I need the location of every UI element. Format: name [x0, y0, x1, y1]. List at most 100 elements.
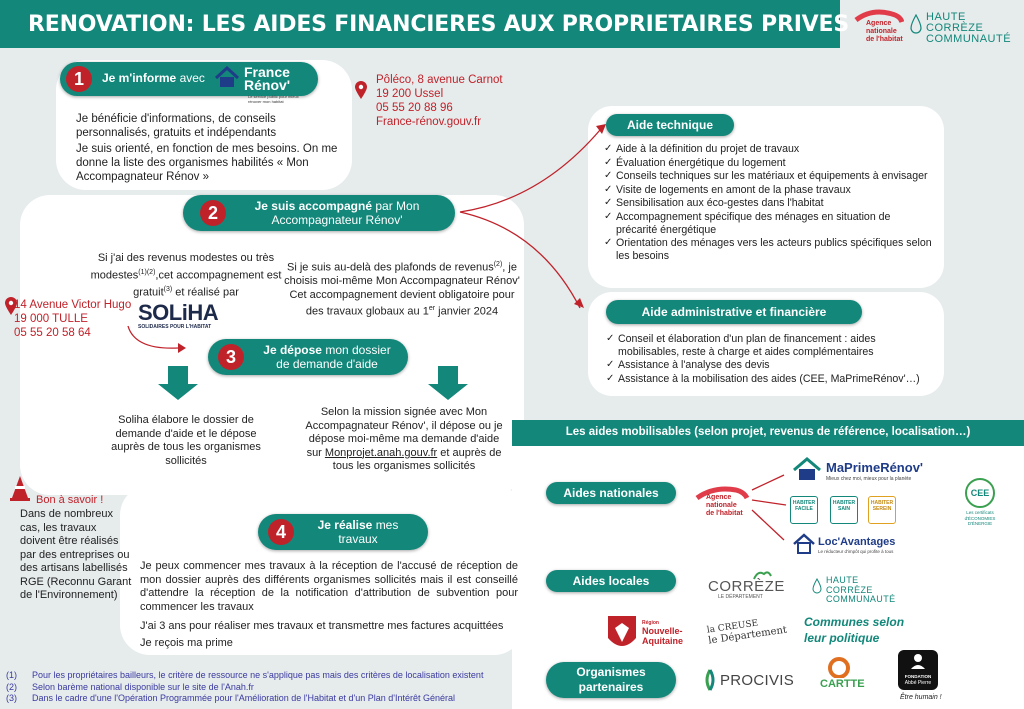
step3-label: Je dépose mon dossier de demande d'aide — [252, 343, 402, 371]
aide-technique-item-7: Orientation des ménages vers les acteurs… — [604, 237, 934, 262]
tulle-address-line2: 19 000 TULLE — [14, 313, 88, 325]
step2-pill — [183, 195, 455, 231]
step3-right-text: Selon la mission signée avec Mon Accompa… — [304, 406, 504, 474]
hcc-aides-line3: COMMUNAUTÉ — [826, 594, 896, 604]
ussel-address: Pôléco, 8 avenue Carnot 19 200 Ussel 05 … — [376, 73, 503, 129]
aide-technique-item-1: Aide à la définition du projet de travau… — [604, 143, 934, 156]
habiter-sain-logo: HABITER SAIN — [830, 496, 858, 524]
step3-label-rest: mon dossier — [325, 343, 391, 357]
aide-technique-list: Aide à la définition du projet de travau… — [604, 143, 934, 263]
footnote-3-text: Dans le cadre d'une l'Opération Programm… — [32, 693, 456, 703]
footnote-2-num: (2) — [6, 681, 17, 692]
superscript-er: er — [428, 305, 436, 313]
step1-text2: Je suis orienté, en fonction de mes beso… — [76, 143, 338, 183]
step2-right-text-b: , je choisis moi-même Mon Accompagnateur… — [284, 261, 520, 288]
person-icon — [911, 654, 925, 669]
footnote-2: (2) Selon barème national disponible sur … — [6, 682, 516, 694]
footnote-2-text: Selon barème national disponible sur le … — [32, 681, 254, 692]
step3-label-bold: Je dépose — [263, 343, 322, 357]
nouvelle-aquitaine-line3: Aquitaine — [642, 636, 684, 646]
aides-banner-text: Les aides mobilisables (selon projet, re… — [565, 426, 971, 438]
step2-label-rest: par Mon — [375, 199, 420, 213]
locavantages-tagline: Le réducteur d'impôt qui profite à tous — [818, 549, 894, 554]
step1-label-rest: avec — [179, 71, 205, 85]
fondation-tagline: Être humain ! — [900, 694, 942, 701]
step4-label-bold: Je réalise — [317, 518, 373, 532]
step1-label: Je m'informe avec — [102, 71, 205, 85]
aides-banner — [512, 420, 1024, 446]
hcc-aides-line2: CORRÈZE — [826, 584, 873, 595]
correze-tagline: LE DÉPARTEMENT — [718, 594, 763, 600]
step4-label-line2: travaux — [338, 532, 378, 546]
anah-aides-line3: de l'habitat — [706, 510, 743, 517]
house-icon-maprimerenov — [793, 457, 821, 480]
step4-panel — [120, 485, 524, 655]
traffic-cone-icon — [10, 476, 30, 501]
location-pin-icon — [355, 81, 367, 99]
step4-label: Je réalise mes travaux — [300, 518, 416, 546]
step2-left-text-c: et réalisé par — [172, 286, 239, 299]
ussel-address-line4: France-rénov.gouv.fr — [376, 116, 482, 128]
anah-logo: Agence nationale de l'habitat — [852, 8, 905, 44]
aide-admin-item-3: Assistance à la mobilisation des aides (… — [606, 373, 936, 386]
region-shield-icon — [608, 616, 636, 646]
footnote-1-num: (1) — [6, 670, 17, 680]
down-arrow-right — [428, 366, 468, 400]
cee-logo: CEE Les certificats d'ÉCONOMIES D'ÉNERGI… — [958, 478, 1002, 534]
step4-number: 4 — [268, 519, 294, 545]
soliha-tagline: SOLIDAIRES POUR L'HABITAT — [138, 324, 212, 330]
footnote-ref-3: (3) — [163, 285, 173, 293]
france-renov-line1: France — [244, 64, 290, 80]
correze-name: CORRÈZE — [708, 578, 785, 595]
tulle-address-line1: 14 Avenue Victor Hugo — [14, 299, 132, 311]
soliha-logo: SOLiHA SOLIDAIRES POUR L'HABITAT — [138, 302, 219, 331]
step4-text1: Je peux commencer mes travaux à la récep… — [140, 560, 518, 613]
france-renov-tagline: Le service public pour mieux rénover mon… — [248, 94, 299, 104]
tulle-address-line3: 05 55 20 58 64 — [14, 327, 91, 339]
cartte-name: CARTTE — [820, 678, 865, 690]
step2-right-text-d: janvier 2024 — [435, 305, 499, 318]
location-pin-icon-tulle — [5, 297, 17, 315]
maprimerenov-name: MaPrimeRénov' — [826, 460, 924, 475]
step2-right-text: Si je suis au-delà des plafonds de reven… — [282, 258, 522, 319]
hcc-line2: CORRÈZE — [926, 22, 984, 34]
tulle-address: 14 Avenue Victor Hugo 19 000 TULLE 05 55… — [14, 298, 131, 340]
aide-technique-item-2: Évaluation énergétique du logement — [604, 157, 934, 170]
france-renov-logo: France Rénov' Le service public pour mie… — [214, 64, 302, 104]
maprimerenov-tagline: Mieux chez moi, mieux pour la planète — [826, 476, 912, 482]
monprojet-link[interactable]: Monprojet.anah.gouv.fr — [324, 446, 438, 459]
organismes-partenaires-pill: Organismes partenaires — [546, 662, 676, 698]
anah-aides-line1: Agence — [706, 494, 732, 501]
step1-text1: Je bénéficie d'informations, de conseils… — [76, 113, 277, 139]
step2-number: 2 — [200, 200, 226, 226]
step3-left-text: Soliha élabore le dossier de demande d'a… — [111, 414, 261, 467]
step2-left-text: Si j'ai des revenus modestes ou très mod… — [86, 252, 286, 300]
correze-logo: CORRÈZE LE DÉPARTEMENT — [708, 570, 784, 600]
step3-number: 3 — [218, 344, 244, 370]
anah-logo-line1: Agence — [866, 20, 892, 27]
aide-admin-list: Conseil et élaboration d'un plan de fina… — [606, 333, 936, 386]
locavantages-name: Loc'Avantages — [818, 536, 896, 548]
hcc-line1: HAUTE — [926, 11, 966, 23]
step1-number: 1 — [66, 66, 92, 92]
habiter-facile-logo: HABITER FACILE — [790, 496, 818, 524]
leaves-icon — [753, 571, 772, 580]
step1-label-bold: Je m'informe — [102, 71, 177, 85]
ussel-address-line3: 05 55 20 88 96 — [376, 102, 453, 114]
header-bar — [0, 0, 840, 48]
communes-text: Communes selon leur politique — [804, 615, 905, 645]
step2-label-line2: Accompagnateur Rénov' — [271, 213, 403, 227]
aide-technique-item-3: Conseils techniques sur les matériaux et… — [604, 170, 934, 183]
ussel-address-line1: Pôléco, 8 avenue Carnot — [376, 74, 503, 86]
anah-aides-line2: nationale — [706, 502, 737, 509]
step4-label-rest: mes — [375, 518, 399, 532]
footnote-3-num: (3) — [6, 693, 17, 703]
down-arrow-left — [158, 366, 198, 400]
step2-label-bold: Je suis accompagné — [254, 199, 372, 213]
anah-logo-aides: Agence nationale de l'habitat — [694, 484, 750, 520]
house-icon — [214, 66, 240, 87]
bon-a-savoir-title: Bon à savoir ! — [36, 494, 104, 506]
nouvelle-aquitaine-logo: Région Nouvelle- Aquitaine — [606, 614, 690, 656]
footnote-1: (1)Pour les propriétaires bailleurs, le … — [6, 670, 516, 682]
